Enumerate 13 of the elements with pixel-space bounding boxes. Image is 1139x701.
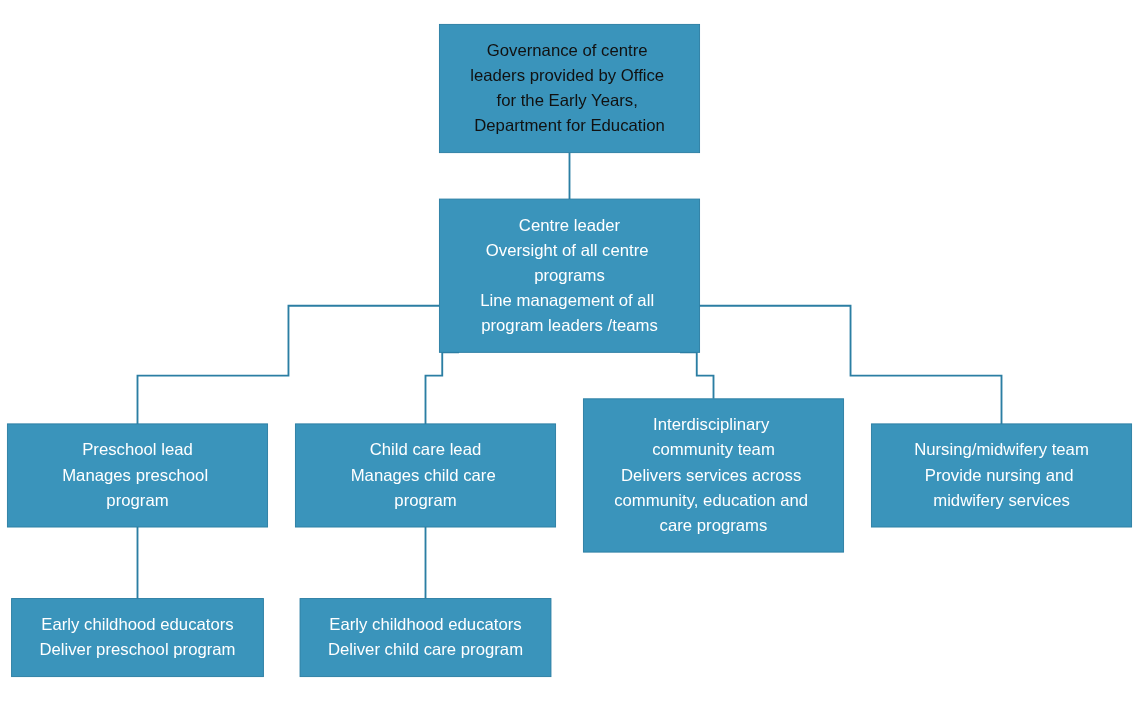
node-box: Early childhood educators Deliver preschool program xyxy=(11,598,264,678)
node-box: Governance of centre leaders provided by Office for the Early Years, Department for Education xyxy=(438,23,701,154)
connector xyxy=(136,526,139,600)
node-box: Nursing/midwifery team Provide nursing and midwifery services xyxy=(870,423,1133,528)
node-box: Centre leader Oversight of all centre programs Line management of all program leaders /teams xyxy=(438,198,701,353)
connector xyxy=(424,526,427,600)
node-box: Child care lead Manages child care program xyxy=(294,423,557,528)
connector xyxy=(568,151,571,200)
node-box: Interdisciplinary community team Delivers services across community, education and care programs xyxy=(582,398,845,553)
connector xyxy=(136,304,441,425)
node-box: Preschool lead Manages preschool program xyxy=(6,423,269,528)
node-box: Early childhood educators Deliver child care program xyxy=(299,598,552,678)
connector xyxy=(698,304,1003,425)
